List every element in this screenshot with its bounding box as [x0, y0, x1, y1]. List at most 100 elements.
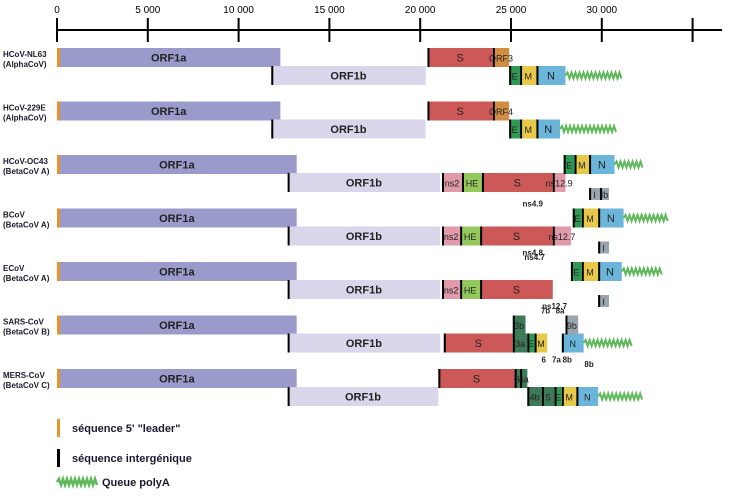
- gene-label: Ib: [601, 190, 609, 200]
- gene-label: E: [555, 393, 561, 403]
- intergenic-marker: [492, 101, 495, 121]
- gene-s: [443, 333, 513, 353]
- intergenic-marker: [581, 262, 584, 281]
- polya-tail: [559, 122, 617, 136]
- intergenic-marker: [598, 295, 601, 307]
- axis-tick-label: 15 000: [314, 5, 345, 16]
- gene-label: N: [598, 160, 606, 172]
- gene-annotation: 7a: [552, 356, 561, 365]
- gene-label: ORF1b: [330, 124, 366, 136]
- gene-label: E: [512, 72, 518, 82]
- genome-name: ECoV: [3, 264, 25, 273]
- legend-polya-swatch: [55, 475, 99, 489]
- genome-group: (BetaCoV B): [3, 328, 50, 337]
- gene-m: [520, 66, 537, 85]
- intergenic-marker: [572, 208, 575, 228]
- leader-marker: [57, 369, 60, 388]
- gene-label: N: [569, 339, 576, 349]
- intergenic-marker: [441, 280, 444, 299]
- intergenic-marker: [427, 48, 430, 67]
- gene-label: E: [574, 214, 580, 224]
- intergenic-marker: [598, 208, 601, 228]
- leader-marker: [57, 208, 60, 228]
- intergenic-marker: [512, 315, 515, 335]
- gene-orf1a: [57, 208, 297, 228]
- axis-tick-label: 0: [54, 5, 60, 16]
- gene-label: S: [473, 374, 480, 386]
- intergenic-marker: [536, 119, 539, 139]
- intergenic-marker: [480, 280, 483, 299]
- intergenic-marker: [527, 333, 530, 353]
- genome-group: (BetaCoV A): [3, 167, 50, 176]
- intergenic-marker: [561, 333, 564, 353]
- intergenic-marker: [565, 315, 568, 335]
- gene-label: M: [578, 161, 586, 171]
- intergenic-marker: [589, 155, 592, 174]
- gene-e: [509, 66, 521, 85]
- gene-annotation: 8a: [556, 307, 565, 316]
- intergenic-marker: [287, 280, 290, 299]
- intergenic-marker: [271, 66, 274, 85]
- gene-label: ORF1a: [159, 213, 195, 225]
- gene-orf1a: [57, 315, 297, 335]
- gene-label: ORF1b: [330, 71, 366, 83]
- gene-ns12-7: [552, 226, 571, 246]
- gene-label: ORF1a: [159, 374, 195, 386]
- intergenic-marker: [570, 262, 573, 281]
- gene-label: 3b: [514, 321, 524, 331]
- gene-label: ORF1b: [346, 338, 382, 350]
- polya-tail: [613, 158, 644, 171]
- gene-annotation: ns4.8: [523, 249, 544, 258]
- gene-label: M: [537, 339, 545, 349]
- gene-i: [589, 188, 600, 200]
- genome-name: HCoV-NL63: [3, 50, 47, 59]
- gene-n: [576, 387, 599, 406]
- gene-s: [427, 101, 493, 121]
- genome-name: HCoV-229E: [3, 104, 46, 113]
- gene-orf1a: [57, 48, 281, 67]
- gene-4b: [527, 387, 542, 406]
- gene-e: [527, 333, 535, 353]
- gene-annotation: ns4.7: [524, 253, 545, 262]
- gene-label: ns2: [445, 179, 460, 189]
- intergenic-marker: [287, 173, 290, 192]
- gene-label: 5: [546, 393, 551, 403]
- gene-label: ns2: [444, 286, 459, 296]
- gene-label: ns12.7: [548, 232, 575, 242]
- intergenic-marker: [581, 208, 584, 228]
- intergenic-marker: [552, 173, 555, 192]
- gene-label: N: [544, 124, 552, 136]
- gene-label: I: [602, 244, 605, 254]
- intergenic-marker: [460, 280, 463, 299]
- gene-label: N: [584, 393, 591, 403]
- legend-intergenic-swatch: [57, 449, 60, 467]
- gene-orf1b: [287, 280, 441, 299]
- gene-4a: [520, 369, 528, 388]
- gene-label: HE: [466, 179, 479, 189]
- gene-e: [563, 155, 575, 174]
- polya-tail: [564, 69, 623, 82]
- gene-s: [480, 226, 553, 246]
- gene-label: S: [513, 231, 520, 243]
- genome-name: BCoV: [3, 211, 25, 220]
- intergenic-marker: [287, 387, 290, 406]
- legend-label: séquence intergénique: [72, 453, 192, 465]
- leader-marker: [57, 48, 60, 67]
- gene-label: E: [528, 339, 534, 349]
- intergenic-marker: [438, 369, 441, 388]
- gene-label: M: [525, 125, 533, 135]
- genome-group: (BetaCoV A): [3, 274, 50, 283]
- gene-label: 4b: [530, 393, 540, 403]
- intergenic-marker: [552, 226, 555, 246]
- gene-n: [536, 119, 561, 139]
- intergenic-marker: [520, 369, 523, 388]
- gene-annotation: 6: [541, 356, 546, 365]
- genome-group: (AlphaCoV): [3, 114, 47, 123]
- gene-label: ORF1a: [159, 160, 195, 172]
- intergenic-marker: [514, 369, 517, 388]
